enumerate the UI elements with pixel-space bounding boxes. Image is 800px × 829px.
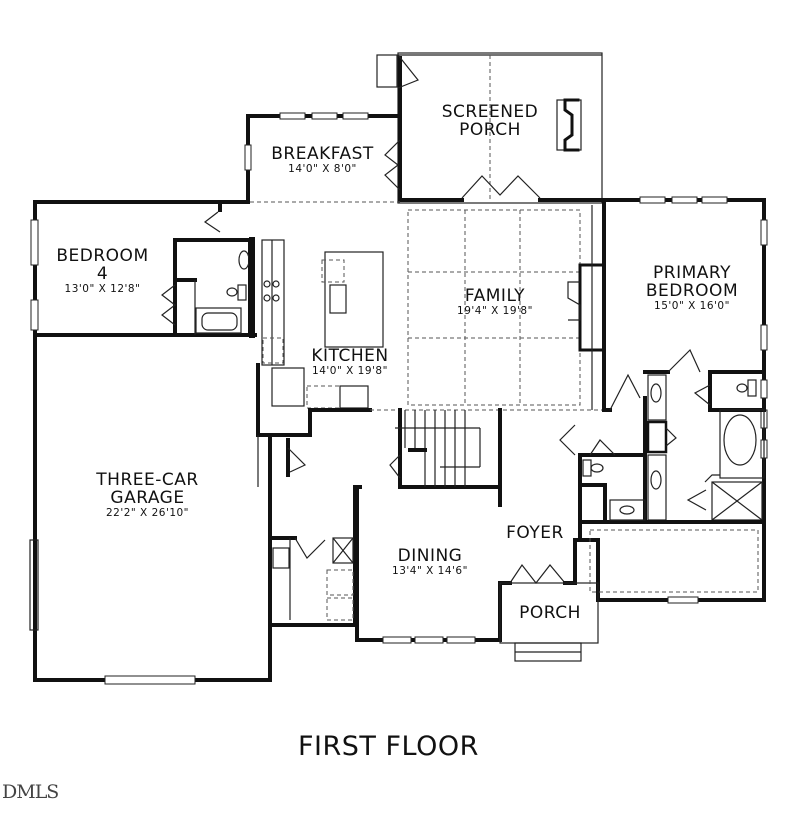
room-label-kitchen: KITCHEN 14'0" X 19'8" [295,346,405,377]
breakfast-outline [244,112,402,204]
dining-dims: 13'4" X 14'6" [392,564,468,577]
screened-porch-name-line2: PORCH [459,119,521,140]
breakfast-dims: 14'0" X 8'0" [288,162,357,175]
room-label-screened-porch: SCREENED PORCH [420,102,560,140]
screened-porch-name-line1: SCREENED [441,102,539,122]
room-label-foyer: FOYER [495,523,575,543]
family-name: FAMILY [464,286,526,306]
screened-porch-outline [376,52,603,204]
garage-dims: 22'2" X 26'10" [105,506,190,519]
room-label-bedroom-4: BEDROOM 4 13'0" X 12'8" [40,246,165,295]
room-label-garage: THREE-CAR GARAGE 22'2" X 26'10" [75,470,220,519]
stairs [389,408,502,489]
room-label-porch: PORCH [505,603,595,623]
bedroom4-name-line2: 4 [96,263,109,284]
room-label-dining: DINING 13'4" X 14'6" [380,546,480,577]
foyer-name: FOYER [506,523,564,543]
breakfast-name: BREAKFAST [271,144,374,164]
floor-title: FIRST FLOOR [298,731,479,762]
primary-bedroom-name-line2: BEDROOM [645,280,739,301]
family-ceiling-grid [407,205,606,410]
bedroom4-name-line1: BEDROOM [56,246,149,266]
primary-suite-interior [559,348,766,593]
room-label-breakfast: BREAKFAST 14'0" X 8'0" [255,144,390,175]
mudroom-laundry [257,433,362,627]
room-label-family: FAMILY 19'4" X 19'8" [440,286,550,317]
kitchen-name: KITCHEN [311,346,389,366]
bedroom4-dims: 13'0" X 12'8" [64,282,141,295]
watermark: DMLS [2,781,59,803]
dining-foyer-porch [355,485,600,662]
primary-bedroom-dims: 15'0" X 16'0" [654,299,730,312]
dining-name: DINING [397,546,463,566]
primary-bedroom-name-line1: PRIMARY [653,263,731,283]
room-label-primary-bedroom: PRIMARY BEDROOM 15'0" X 16'0" [622,263,762,312]
garage-name-line2: GARAGE [110,487,185,508]
bedroom4-bath [161,200,255,338]
family-dims: 19'4" X 19'8" [457,304,533,317]
porch-name: PORCH [519,603,581,623]
kitchen-fixtures [250,201,604,437]
kitchen-dims: 14'0" X 19'8" [312,364,388,377]
garage-name-line1: THREE-CAR [96,470,199,490]
